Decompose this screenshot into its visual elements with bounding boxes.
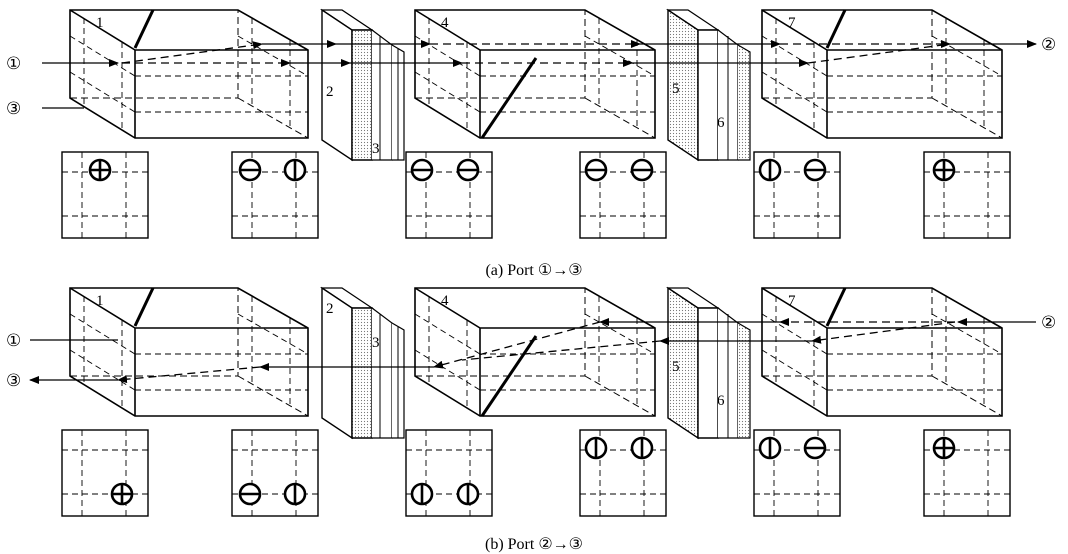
element-label-7: 7: [788, 15, 796, 31]
polarization-state-box: [405, 151, 493, 239]
polarization-minus-icon: [410, 158, 434, 182]
element-label-6: 6: [717, 115, 725, 131]
polarization-state-box: [923, 151, 1011, 239]
panel-a: 1 2 3 4: [6, 8, 1056, 279]
polarization-vertical-icon: [283, 482, 307, 506]
polarization-minus-icon: [803, 158, 827, 182]
polarization-state-box: [579, 429, 667, 517]
polarization-state-box: [753, 429, 841, 517]
port-label-2: ②: [1041, 35, 1056, 54]
element-label-3: 3: [372, 141, 380, 157]
crystal-block-7: [761, 287, 1003, 417]
waveplate-5-6: [666, 8, 751, 162]
port-label-3: ③: [6, 371, 21, 390]
waveplate-2-3: [320, 286, 405, 440]
element-label-7: 7: [788, 293, 796, 309]
port-label-3: ③: [6, 99, 21, 118]
element-label-5: 5: [672, 359, 680, 375]
polarization-state-box: [231, 151, 319, 239]
polarization-minus-icon: [238, 482, 262, 506]
crystal-block-1: [69, 9, 309, 139]
panel-b: 1 2 3 4 5 6: [6, 286, 1056, 553]
element-label-2: 2: [326, 301, 334, 317]
polarization-plus-icon: [932, 436, 956, 460]
polarization-minus-icon: [803, 436, 827, 460]
polarization-state-box: [231, 429, 319, 517]
element-label-1: 1: [96, 293, 104, 309]
polarization-minus-icon: [456, 158, 480, 182]
polarization-state-box: [405, 429, 493, 517]
crystal-block-1: [69, 287, 309, 417]
polarization-vertical-icon: [630, 436, 654, 460]
port-label-1: ①: [6, 54, 21, 73]
polarization-vertical-icon: [283, 158, 307, 182]
polarization-state-box: [753, 151, 841, 239]
crystal-block-4: [414, 9, 656, 139]
element-label-4: 4: [441, 15, 449, 31]
polarization-vertical-icon: [456, 482, 480, 506]
beam-paths-b: [29, 318, 1036, 384]
polarization-state-box: [61, 151, 149, 239]
waveplate-5-6: [666, 286, 751, 440]
crystal-block-7: [761, 9, 1003, 139]
polarization-plus-icon: [110, 482, 134, 506]
polarization-vertical-icon: [758, 158, 782, 182]
polarization-plus-icon: [88, 158, 112, 182]
caption-a: (a) Port ①→③: [485, 262, 582, 279]
element-label-1: 1: [96, 15, 104, 31]
polarization-vertical-icon: [758, 436, 782, 460]
element-label-2: 2: [326, 84, 334, 100]
polarization-state-box: [61, 429, 149, 517]
polarization-minus-icon: [630, 158, 654, 182]
port-label-2: ②: [1041, 313, 1056, 332]
element-label-4: 4: [441, 293, 449, 309]
polarization-vertical-icon: [584, 436, 608, 460]
polarization-minus-icon: [584, 158, 608, 182]
crystal-block-4: [414, 287, 656, 417]
beam-paths-a: [42, 40, 1037, 109]
caption-b: (b) Port ②→③: [485, 536, 583, 553]
waveplate-2-3: [320, 8, 405, 162]
port-label-1: ①: [6, 331, 21, 350]
polarization-plus-icon: [932, 158, 956, 182]
element-label-3: 3: [372, 335, 380, 351]
polarization-state-box: [923, 429, 1011, 517]
polarization-state-row-b: [61, 429, 1011, 517]
element-label-5: 5: [672, 81, 680, 97]
polarization-state-box: [579, 151, 667, 239]
polarization-state-row-a: [61, 151, 1011, 239]
element-label-6: 6: [717, 393, 725, 409]
polarization-minus-icon: [238, 158, 262, 182]
polarization-vertical-icon: [410, 482, 434, 506]
